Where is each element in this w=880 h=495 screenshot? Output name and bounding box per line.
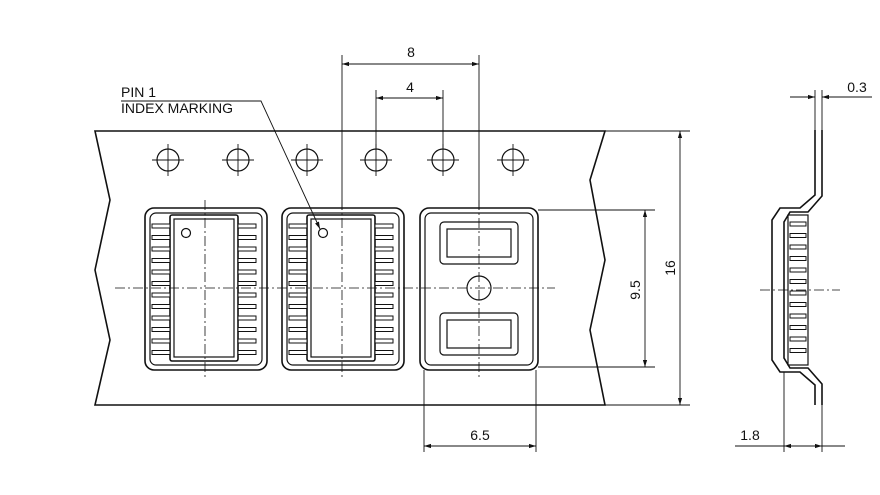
side-lead: [789, 233, 807, 238]
dimension-label-depth: 1.8: [740, 427, 760, 443]
ic-lead: [374, 269, 394, 275]
side-lead: [789, 302, 807, 307]
ic-lead: [374, 292, 394, 298]
ic-lead: [151, 269, 171, 275]
ic-lead: [288, 292, 308, 298]
ic-lead: [288, 350, 308, 355]
sprocket-hole: [152, 144, 184, 176]
ic-lead: [237, 327, 257, 332]
side-lead: [789, 267, 807, 273]
ic-lead: [288, 315, 308, 321]
ic-lead: [288, 327, 308, 332]
side-lead: [789, 336, 807, 342]
sprocket-hole: [291, 144, 323, 176]
ic-lead: [151, 223, 171, 229]
ic-lead: [237, 246, 257, 252]
dimension-depth: 1.8: [735, 372, 845, 452]
ic-lead: [288, 269, 308, 275]
ic-lead: [237, 269, 257, 275]
ic-leads: [151, 223, 394, 355]
sprocket-hole: [222, 144, 254, 176]
dimension-label-pocket-width: 6.5: [470, 427, 490, 443]
sprocket-holes: [152, 144, 529, 176]
side-lead: [789, 279, 807, 284]
dimension-label-pocket-height: 9.5: [627, 280, 643, 300]
pocket-with-ic-1: [144, 200, 268, 378]
ic-lead: [288, 281, 308, 286]
ic-lead: [151, 281, 171, 286]
ic-lead: [288, 223, 308, 229]
ic-lead: [151, 246, 171, 252]
side-view: [760, 130, 840, 405]
ic-lead: [374, 350, 394, 355]
dimension-label-hole-pitch: 4: [406, 79, 414, 95]
ic-lead: [151, 258, 171, 263]
ic-lead: [288, 304, 308, 309]
pin1-label-line2: INDEX MARKING: [121, 100, 233, 116]
ic-lead: [151, 235, 171, 240]
side-lead: [789, 221, 807, 227]
carrier-tape: [93, 130, 607, 406]
ic-lead: [288, 235, 308, 240]
ic-lead: [151, 338, 171, 344]
ic-lead: [237, 350, 257, 355]
dimension-thickness: 0.3: [790, 79, 872, 130]
side-lead: [789, 325, 807, 330]
ic-lead: [237, 304, 257, 309]
ic-lead: [237, 338, 257, 344]
dimension-pocket-width: 6.5: [423, 370, 537, 452]
ic-lead: [237, 235, 257, 240]
pin1-callout: PIN 1 INDEX MARKING: [121, 84, 321, 230]
ic-lead: [237, 281, 257, 286]
ic-lead: [374, 246, 394, 252]
ic-lead: [374, 315, 394, 321]
side-lead: [789, 290, 807, 296]
dimension-hole-pitch: 4: [375, 79, 444, 148]
ic-lead: [151, 315, 171, 321]
pin1-dot: [180, 227, 192, 239]
ic-lead: [288, 338, 308, 344]
ic-lead: [374, 258, 394, 263]
dimension-label-pitch: 8: [407, 44, 415, 60]
sprocket-hole: [497, 144, 529, 176]
pin1-dot: [317, 227, 329, 239]
dimension-label-tape-width: 16: [662, 260, 678, 276]
ic-lead: [237, 223, 257, 229]
ic-lead: [374, 235, 394, 240]
ic-lead: [374, 338, 394, 344]
ic-lead: [151, 350, 171, 355]
empty-pocket: [419, 200, 539, 378]
ic-lead: [237, 258, 257, 263]
ic-lead: [151, 304, 171, 309]
ic-lead: [288, 258, 308, 263]
ic-lead: [374, 304, 394, 309]
sprocket-hole: [427, 144, 459, 176]
side-lead: [789, 348, 807, 353]
ic-lead: [288, 246, 308, 252]
ic-lead: [151, 327, 171, 332]
dimension-tape-width: 16: [600, 130, 690, 406]
ic-lead: [374, 281, 394, 286]
dimension-pitch: 8: [341, 44, 480, 210]
side-lead: [789, 244, 807, 250]
ic-lead: [374, 223, 394, 229]
ic-lead: [237, 315, 257, 321]
ic-lead: [151, 292, 171, 298]
dimension-label-thickness: 0.3: [847, 79, 867, 95]
pin1-label-line1: PIN 1: [121, 84, 156, 100]
ic-lead: [237, 292, 257, 298]
dimension-pocket-height: 9.5: [538, 209, 655, 368]
sprocket-hole: [360, 144, 392, 176]
ic-lead: [374, 327, 394, 332]
side-lead: [789, 313, 807, 319]
side-lead: [789, 256, 807, 261]
pocket-with-ic-2: [281, 200, 405, 378]
